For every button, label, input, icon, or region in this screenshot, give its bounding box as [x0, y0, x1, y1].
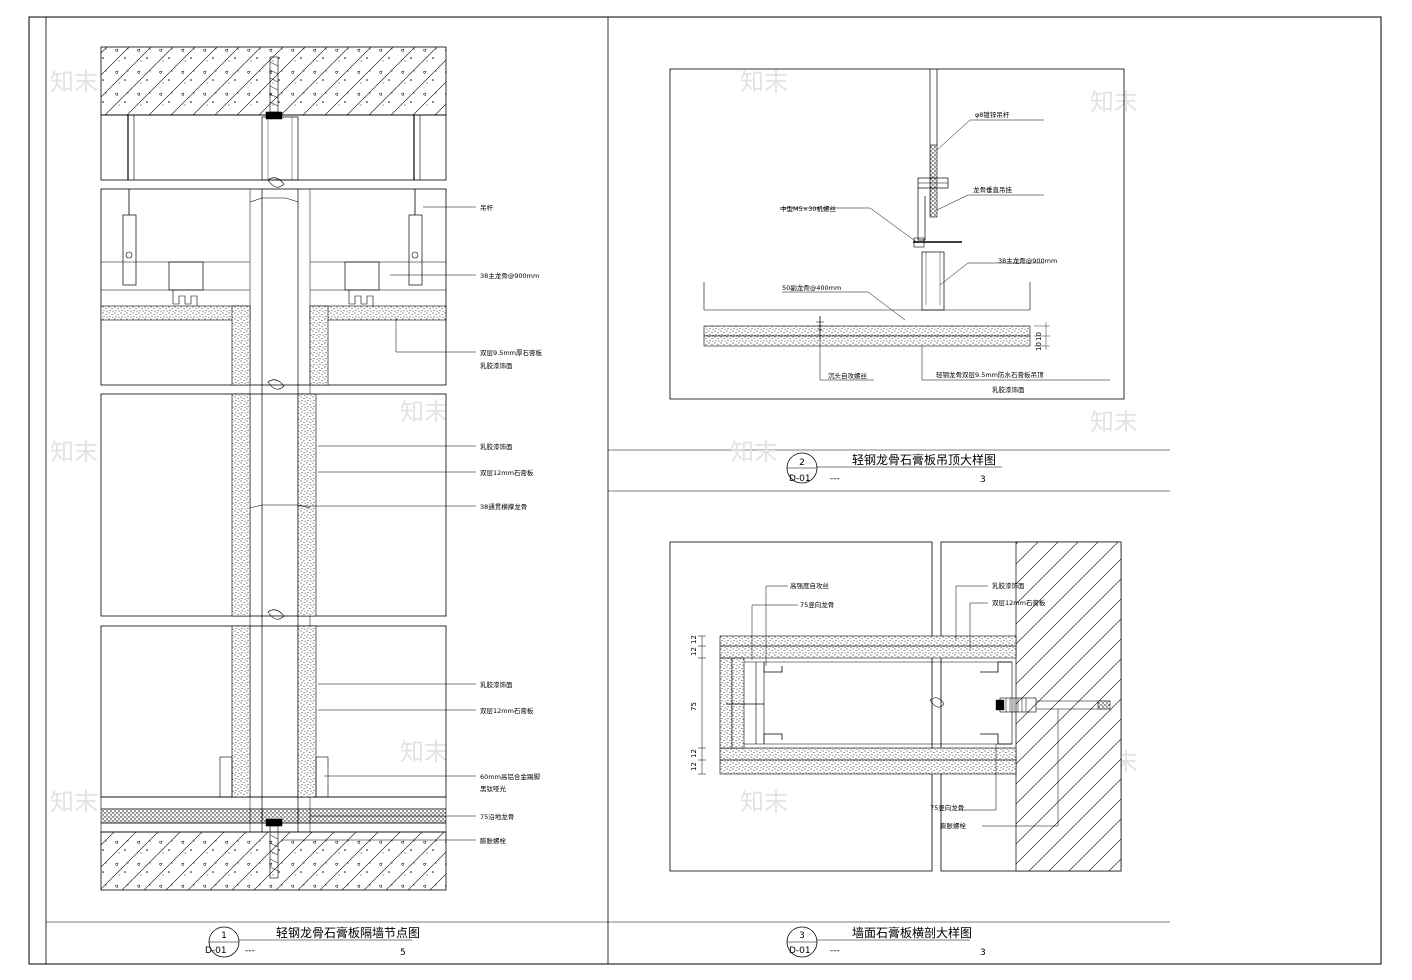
label-skirting: 60mm高铝合金踢脚 — [480, 772, 540, 781]
sheet-frame — [28, 16, 1382, 965]
detail-title: 轻钢龙骨石膏板隔墙节点图 — [276, 925, 420, 940]
dimension-text: 10 — [1035, 332, 1043, 341]
label-gypsum-board: 双层12mm石膏板 — [480, 468, 534, 477]
watermark-text: 知末 — [1090, 408, 1138, 436]
watermark-text: 知末 — [50, 438, 98, 466]
label-ceiling-finish: 乳胶漆饰面 — [480, 361, 513, 370]
label-hanger: 吊杆 — [480, 203, 494, 212]
dimension-text: 12 — [690, 647, 698, 656]
label-skirting-finish: 黑钛哑光 — [480, 784, 507, 793]
detail-2-labels: φ8镀锌吊杆 龙骨垂直吊挂 中型M5×30机螺丝 38主龙骨@900mm 50副… — [780, 110, 1057, 394]
watermark-text: 知末 — [740, 68, 788, 96]
detail-3-title-block: 3 D-01 --- 墙面石膏板横剖大样图 3 — [786, 925, 986, 958]
sheet-dash: --- — [830, 946, 840, 956]
detail-3-wall-section — [669, 541, 1122, 872]
label-rod: φ8镀锌吊杆 — [975, 110, 1010, 119]
detail-title: 墙面石膏板横剖大样图 — [852, 925, 972, 940]
label-gypsum-board: 双层12mm石膏板 — [992, 598, 1046, 607]
watermark-text: 知末 — [730, 438, 778, 466]
dimension-text: 12 — [690, 749, 698, 758]
sheet-ref: D-01 — [789, 474, 811, 484]
dimension-text: 12 — [690, 762, 698, 771]
label-floor-track: 75沿地龙骨 — [480, 812, 514, 821]
watermark-text: 知末 — [400, 738, 448, 766]
label-main-keel: 38主龙骨@900mm — [480, 271, 539, 280]
label-paint-finish: 乳胶漆饰面 — [992, 581, 1025, 590]
watermark-text: 知末 — [1090, 88, 1138, 116]
label-ceiling-board: 轻钢龙骨双层9.5mm防水石膏板吊顶 — [936, 370, 1044, 379]
watermark-text: 知末 — [400, 398, 448, 426]
label-vertical-stud: 75竖向龙骨 — [800, 600, 834, 609]
label-hanger-piece: 龙骨垂直吊挂 — [973, 185, 1013, 194]
dimension-text: 10 — [1035, 342, 1043, 351]
detail-scale: 3 — [980, 948, 986, 958]
label-paint-finish: 乳胶漆饰面 — [480, 442, 513, 451]
label-paint-finish: 乳胶漆饰面 — [480, 680, 513, 689]
sheet-dash: --- — [830, 474, 840, 484]
detail-number: 2 — [799, 458, 805, 468]
detail-title: 轻钢龙骨石膏板吊顶大样图 — [852, 452, 996, 467]
label-anchor-bolt: 膨胀螺栓 — [480, 836, 507, 845]
watermark-text: 知末 — [50, 68, 98, 96]
label-sub-keel: 50副龙骨@400mm — [782, 283, 841, 292]
dimension-text: 75 — [690, 702, 698, 711]
detail-number: 3 — [799, 931, 805, 941]
detail-scale: 3 — [980, 475, 986, 485]
label-bolt: 中型M5×30机螺丝 — [780, 204, 836, 213]
label-anchor-bolt: 膨胀螺栓 — [940, 821, 967, 830]
label-vertical-stud: 75竖向龙骨 — [930, 803, 964, 812]
label-ceiling-board: 双层9.5mm厚石膏板 — [480, 348, 543, 357]
detail-2-ceiling — [669, 68, 1125, 400]
label-self-tapping-screw: 高强度自攻丝 — [790, 581, 830, 590]
sheet-dash: --- — [245, 946, 255, 956]
label-cross-keel: 38通贯横撑龙骨 — [480, 502, 527, 511]
detail-scale: 5 — [400, 948, 406, 958]
detail-3-labels: 高强度自攻丝 75竖向龙骨 乳胶漆饰面 双层12mm石膏板 75竖向龙骨 膨胀螺… — [690, 581, 1046, 830]
label-gypsum-board: 双层12mm石膏板 — [480, 706, 534, 715]
label-main-keel: 38主龙骨@900mm — [998, 256, 1057, 265]
detail-number: 1 — [221, 931, 227, 941]
detail-1-title-block: 1 D-01 --- 轻钢龙骨石膏板隔墙节点图 5 — [205, 925, 420, 958]
label-ceiling-finish: 乳胶漆饰面 — [992, 385, 1025, 394]
watermark-text: 知末 — [50, 788, 98, 816]
detail-2-title-block: 2 D-01 --- 轻钢龙骨石膏板吊顶大样图 3 — [786, 452, 1002, 485]
sheet-ref: D-01 — [205, 946, 227, 956]
detail-1-partition-wall — [100, 46, 476, 891]
watermark-text: 知末 — [740, 788, 788, 816]
dimension-text: 12 — [690, 635, 698, 644]
detail-1-labels: 吊杆 38主龙骨@900mm 双层9.5mm厚石膏板 乳胶漆饰面 乳胶漆饰面 双… — [480, 203, 543, 845]
label-screw: 沉头自攻螺丝 — [828, 371, 868, 380]
sheet-ref: D-01 — [789, 946, 811, 956]
